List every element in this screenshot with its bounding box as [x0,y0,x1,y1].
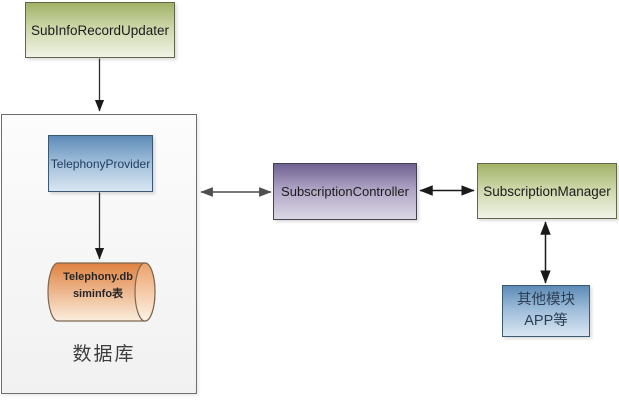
telephony-db-line1: Telephony.db [63,271,133,283]
node-subscriptioncontroller-label: SubscriptionController [281,184,409,199]
node-subscriptioncontroller: SubscriptionController [273,163,417,220]
node-telephony-db-cylinder [45,260,159,324]
node-other-modules: 其他模块 APP等 [502,285,590,337]
telephony-db-line2: siminfo表 [72,287,124,300]
node-telephonyprovider-label: TelephonyProvider [50,156,151,171]
node-subscriptionmanager-label: SubscriptionManager [483,183,611,199]
node-telephony-db-label: Telephony.db siminfo表 [48,269,148,302]
other-modules-line2: APP等 [524,313,568,329]
node-subscriptionmanager: SubscriptionManager [477,163,617,219]
node-subinforecordupdater: SubInfoRecordUpdater [25,2,175,58]
other-modules-line1: 其他模块 [517,291,575,308]
node-telephonyprovider: TelephonyProvider [48,135,153,192]
node-subinforecordupdater-label: SubInfoRecordUpdater [30,22,170,38]
database-cylinder-shape [47,262,156,322]
database-caption: 数据库 [72,344,136,365]
